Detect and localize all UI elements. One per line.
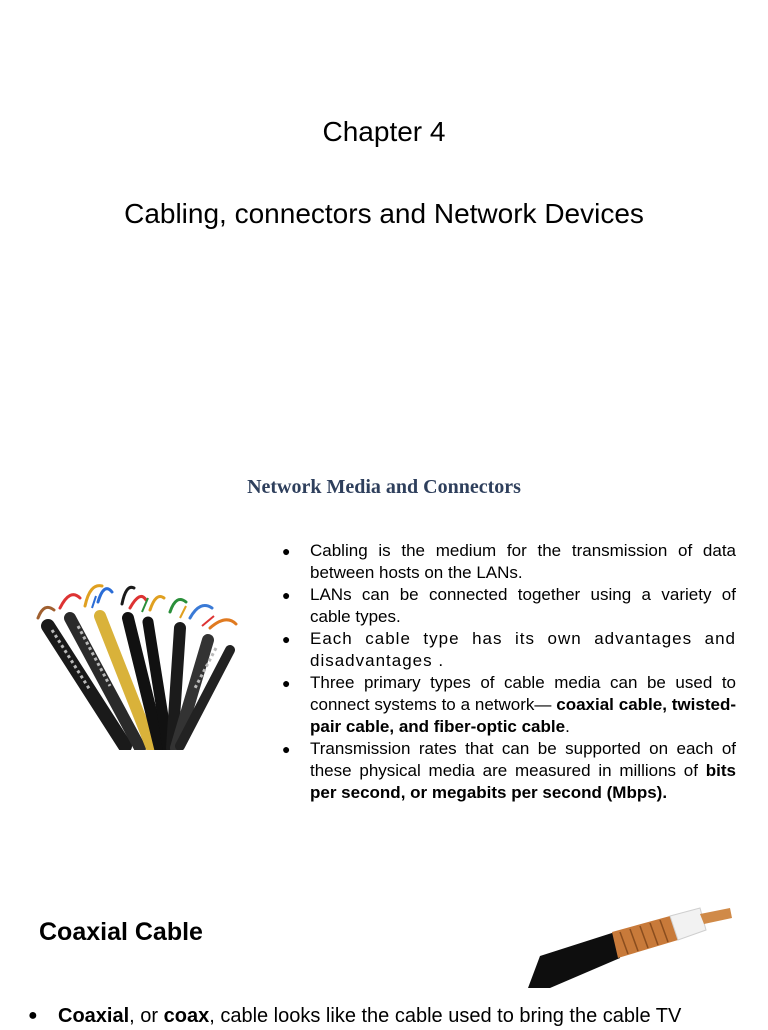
bullet-text: Transmission rates that can be supported…	[310, 739, 736, 780]
bullet-dot-icon: ●	[282, 543, 291, 559]
bullet-text-part: , cable looks like the cable used to bri…	[209, 1005, 682, 1027]
chapter-title: Chapter 4	[322, 116, 446, 147]
bullet-dot-icon: ●	[282, 587, 291, 603]
list-item: ● Each cable type has its own advantages…	[280, 628, 736, 672]
coaxial-cable-icon	[528, 907, 732, 988]
bullet-bold-text: coaxial cable, twisted-pair cable, and f…	[310, 695, 736, 736]
list-item: ● Three primary types of cable media can…	[280, 672, 736, 738]
bullet-bold-text: Coaxial	[58, 1005, 130, 1027]
network-cables-icon	[36, 584, 238, 750]
list-item: ● Transmission rates that can be support…	[280, 738, 736, 804]
chapter-subtitle: Cabling, connectors and Network Devices	[124, 198, 644, 229]
list-item: ● Cabling is the medium for the transmis…	[280, 540, 736, 584]
bullet-text: Coaxial, or coax, cable looks like the c…	[58, 1002, 681, 1030]
network-media-bullet-list: ● Cabling is the medium for the transmis…	[280, 540, 736, 804]
bullet-text: Three primary types of cable media can b…	[310, 673, 736, 714]
bullet-text: Cabling is the medium for the transmissi…	[310, 541, 736, 582]
bullet-bold-text: bits per second, or megabits per second …	[310, 761, 736, 802]
bullet-bold-text: coax	[163, 1005, 210, 1027]
bullet-text: .	[565, 717, 570, 736]
bullet-text: LANs can be connected together using a v…	[310, 585, 736, 626]
bullet-dot-icon: ●	[282, 631, 292, 647]
list-item: ● LANs can be connected together using a…	[280, 584, 736, 628]
bullet-dot-icon: ●	[282, 675, 291, 691]
coaxial-cable-heading: Coaxial Cable	[39, 918, 203, 946]
bullet-dot-icon: ●	[28, 1007, 38, 1024]
section-heading: Network Media and Connectors	[247, 476, 521, 498]
bullet-text: Each cable type has its own advantages a…	[310, 629, 736, 670]
bullet-dot-icon: ●	[282, 741, 291, 757]
bullet-text-part: , or	[129, 1005, 164, 1027]
